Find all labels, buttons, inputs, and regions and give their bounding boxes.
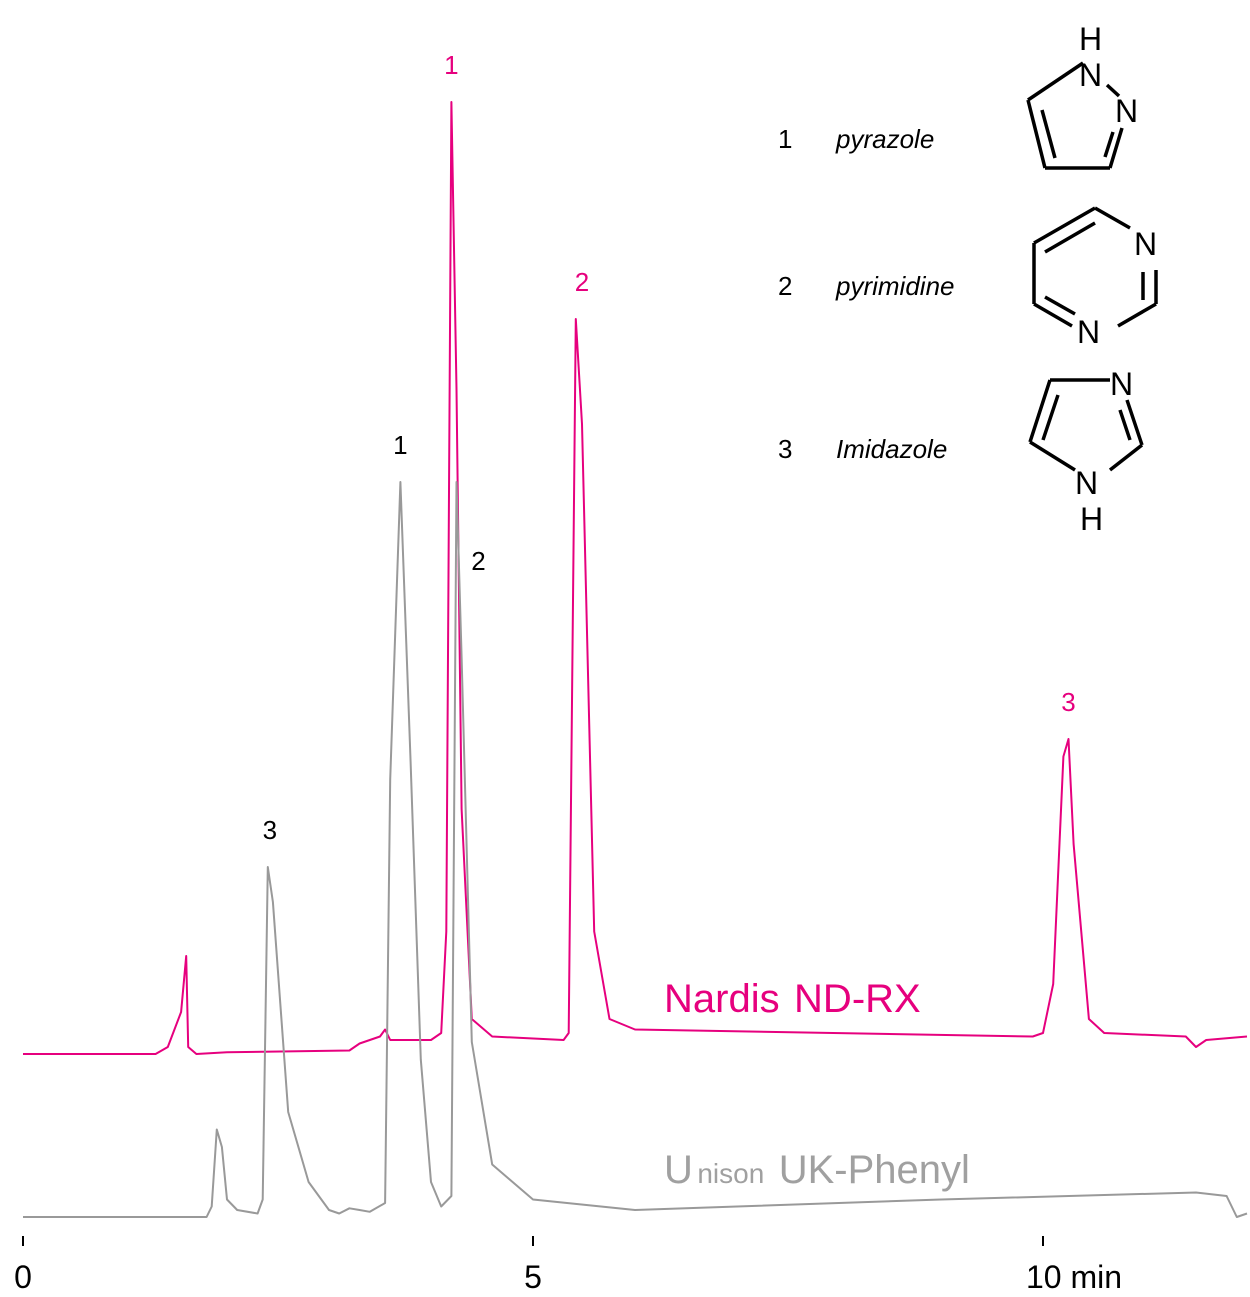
pyrimidine-atom-n2: N: [1077, 314, 1100, 350]
pyrazole-double-bond: [1040, 109, 1057, 159]
peak-label: 2: [575, 267, 589, 297]
column-brand-unison: nison: [697, 1158, 764, 1189]
column-label-unison: U nison UK-Phenyl: [664, 1148, 970, 1192]
pyrazole-bond: [1108, 127, 1124, 169]
legend-name-imidazole: Imidazole: [836, 434, 947, 464]
pyrazole-bond: [1027, 61, 1084, 102]
pyrimidine-bond: [1094, 206, 1131, 230]
imidazole-atom-n1: N: [1110, 366, 1133, 402]
legend-number-1: 1: [778, 124, 792, 154]
series-line-0: [23, 101, 1248, 1055]
pyrazole-structure: H N N: [1026, 21, 1138, 170]
imidazole-structure: N N H: [1028, 366, 1144, 537]
imidazole-bond: [1125, 399, 1144, 446]
imidazole-bond: [1028, 379, 1052, 443]
column-model-nardis: ND-RX: [794, 977, 921, 1021]
pyrazole-bond: [1026, 99, 1047, 169]
pyrimidine-bond: [1117, 302, 1157, 328]
pyrazole-bond: [1105, 83, 1121, 98]
column-label-nardis: Nardis ND-RX: [664, 977, 921, 1021]
x-tick-label: 0: [14, 1259, 32, 1292]
peak-label: 3: [1061, 687, 1075, 717]
imidazole-atom-n2: N: [1075, 465, 1098, 501]
x-tick-label: 10 min: [1026, 1259, 1122, 1292]
column-brand-nardis: Nardis: [664, 977, 780, 1021]
legend-number-3: 3: [778, 434, 792, 464]
peak-label: 1: [444, 50, 458, 80]
series-line-1: [23, 481, 1248, 1218]
column-model-unison: UK-Phenyl: [779, 1148, 970, 1192]
pyrazole-atom-h: H: [1079, 21, 1102, 57]
pyrazole-atom-n2: N: [1115, 93, 1138, 129]
imidazole-bond: [1108, 443, 1144, 472]
legend-number-2: 2: [778, 271, 792, 301]
pyrimidine-double-bond: [1044, 221, 1096, 254]
pyrimidine-structure: N N: [1032, 206, 1158, 350]
series-layer: [23, 101, 1248, 1218]
pyrazole-double-bond: [1103, 131, 1115, 158]
pyrazole-atom-n1: N: [1079, 57, 1102, 93]
pyrimidine-bond: [1033, 302, 1073, 328]
x-axis: 0 5 10 min: [14, 1236, 1122, 1295]
compound-legend: 1 pyrazole 2 pyrimidine 3 Imidazole: [778, 124, 955, 464]
imidazole-atom-h: H: [1080, 501, 1103, 537]
x-tick-label: 5: [524, 1259, 542, 1292]
peak-label: 2: [471, 546, 485, 576]
imidazole-bond: [1029, 440, 1076, 472]
legend-name-pyrazole: pyrazole: [835, 124, 934, 154]
imidazole-double-bond: [1041, 394, 1060, 441]
peak-label: 1: [393, 430, 407, 460]
imidazole-double-bond: [1118, 409, 1132, 441]
pyrimidine-double-bond: [1044, 295, 1076, 316]
legend-name-pyrimidine: pyrimidine: [835, 271, 955, 301]
pyrimidine-atom-n1: N: [1134, 226, 1157, 262]
peak-labels: 1 2 3 3 1 2: [263, 50, 1076, 845]
column-brand-initial-unison: U: [664, 1148, 693, 1192]
peak-label: 3: [263, 815, 277, 845]
pyrimidine-bond: [1033, 206, 1096, 245]
